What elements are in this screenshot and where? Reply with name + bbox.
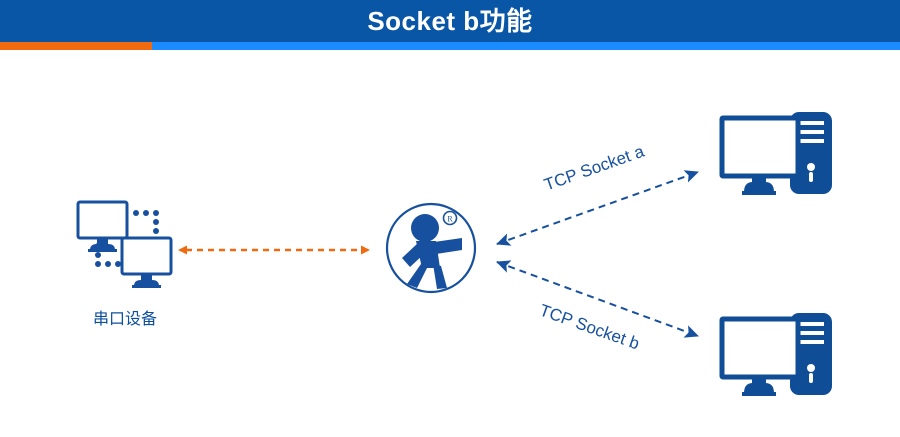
- svg-text:R: R: [447, 215, 453, 224]
- two-monitors-icon: [76, 200, 173, 288]
- socket-a-link: [496, 170, 699, 246]
- desktop-computer-icon-bottom: [719, 313, 832, 396]
- page-header: Socket b功能: [0, 0, 900, 42]
- accent-strip-orange: [0, 42, 152, 50]
- desktop-computer-icon-top: [719, 112, 832, 195]
- serial-device-label: 串口设备: [92, 311, 157, 328]
- accent-strip-blue: [0, 42, 900, 50]
- page-title: Socket b功能: [367, 6, 533, 36]
- person-logo-icon: R: [385, 202, 477, 294]
